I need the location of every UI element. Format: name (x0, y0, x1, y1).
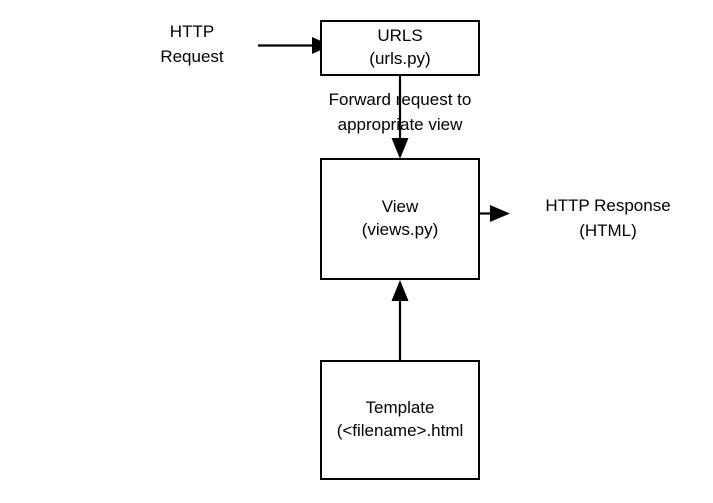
label-http-response-line2: (HTML) (579, 220, 637, 240)
label-forward-request-line1: Forward request to (328, 90, 472, 109)
edge-urls-to-view (391, 76, 409, 159)
label-http-request-line2: Request (160, 46, 224, 66)
node-urls-title: URLS (377, 26, 423, 46)
node-template-title: Template (365, 398, 435, 418)
node-template[interactable]: Template (<filename>.html (320, 360, 480, 480)
node-view[interactable]: View (views.py) (320, 158, 480, 280)
label-forward-request-line2: appropriate view (337, 114, 463, 134)
edge-view-to-response (480, 205, 510, 222)
label-forward-request: Forward request to appropriate view (312, 88, 488, 137)
label-http-response: HTTP Response (HTML) (510, 194, 706, 243)
label-http-request-line1: HTTP (169, 22, 215, 41)
label-http-response-line1: HTTP Response (545, 196, 671, 215)
node-view-subtitle: (views.py) (361, 220, 439, 239)
node-urls[interactable]: URLS (urls.py) (320, 20, 480, 76)
edge-template-to-view (391, 280, 409, 360)
label-http-request: HTTP Request (130, 20, 254, 69)
node-urls-subtitle: (urls.py) (369, 49, 431, 68)
node-template-subtitle: (<filename>.html (336, 421, 464, 440)
node-view-title: View (381, 197, 419, 217)
